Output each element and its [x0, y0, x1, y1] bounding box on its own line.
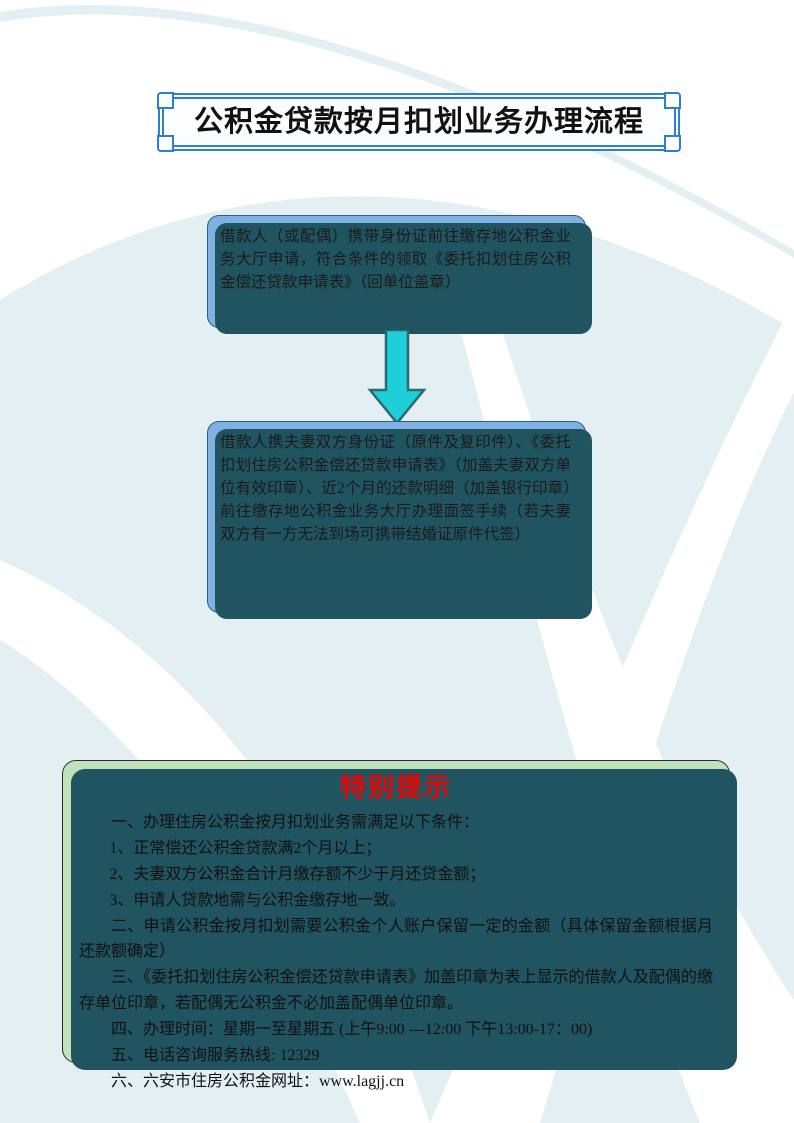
notice-line-1: 一、办理住房公积金按月扣划业务需满足以下条件：	[111, 813, 480, 831]
notice-line-6: 三、《委托扣划住房公积金偿还贷款申请表》加盖印章为表上显示的借款人及配偶的缴存单…	[79, 969, 713, 1013]
plaque-corner-top-left-icon	[157, 92, 174, 109]
page-title-plaque: 公积金贷款按月扣划业务办理流程	[157, 92, 681, 152]
notice-line-7: 四、办理时间：星期一至星期五 (上午9:00 ---12:00 下午13:00-…	[111, 1021, 593, 1039]
page-title: 公积金贷款按月扣划业务办理流程	[193, 105, 644, 138]
notice-line-9: 六、六安市住房公积金网址：www.lagjj.cn	[111, 1072, 405, 1090]
special-notice-title: 特别提示	[339, 773, 452, 802]
plaque-corner-top-right-icon	[664, 92, 681, 109]
notice-line-3: 2、夫妻双方公积金合计月缴存额不少于月还贷金额；	[109, 865, 486, 883]
page-title-inner-frame: 公积金贷款按月扣划业务办理流程	[162, 97, 676, 147]
notice-line-8: 五、电话咨询服务热线: 12329	[111, 1047, 320, 1065]
notice-line-4: 3、申请人贷款地需与公积金缴存地一致。	[109, 891, 406, 909]
special-notice-box: 特别提示 一、办理住房公积金按月扣划业务需满足以下条件： 1、正常偿还公积金贷款…	[62, 760, 737, 1090]
flow-step-2-box: 借款人携夫妻双方身份证（原件及复印件）、《委托扣划住房公积金偿还贷款申请表》（加…	[207, 421, 592, 619]
notice-line-5: 二、申请公积金按月扣划需要公积金个人账户保留一定的金额（具体保留金额根据月还款额…	[79, 917, 713, 961]
special-notice-shadow	[71, 769, 737, 1070]
flow-step-2-text: 借款人携夫妻双方身份证（原件及复印件）、《委托扣划住房公积金偿还贷款申请表》（加…	[220, 434, 571, 543]
plaque-corner-bottom-left-icon	[157, 135, 174, 152]
notice-line-2: 1、正常偿还公积金贷款满2个月以上；	[109, 839, 382, 857]
down-arrow-icon	[367, 330, 427, 425]
flow-step-1-text: 借款人（或配偶）携带身份证前往缴存地公积金业务大厅申请，符合条件的领取《委托扣划…	[220, 228, 571, 291]
flow-step-1-box: 借款人（或配偶）携带身份证前往缴存地公积金业务大厅申请，符合条件的领取《委托扣划…	[207, 215, 592, 334]
plaque-corner-bottom-right-icon	[664, 135, 681, 152]
